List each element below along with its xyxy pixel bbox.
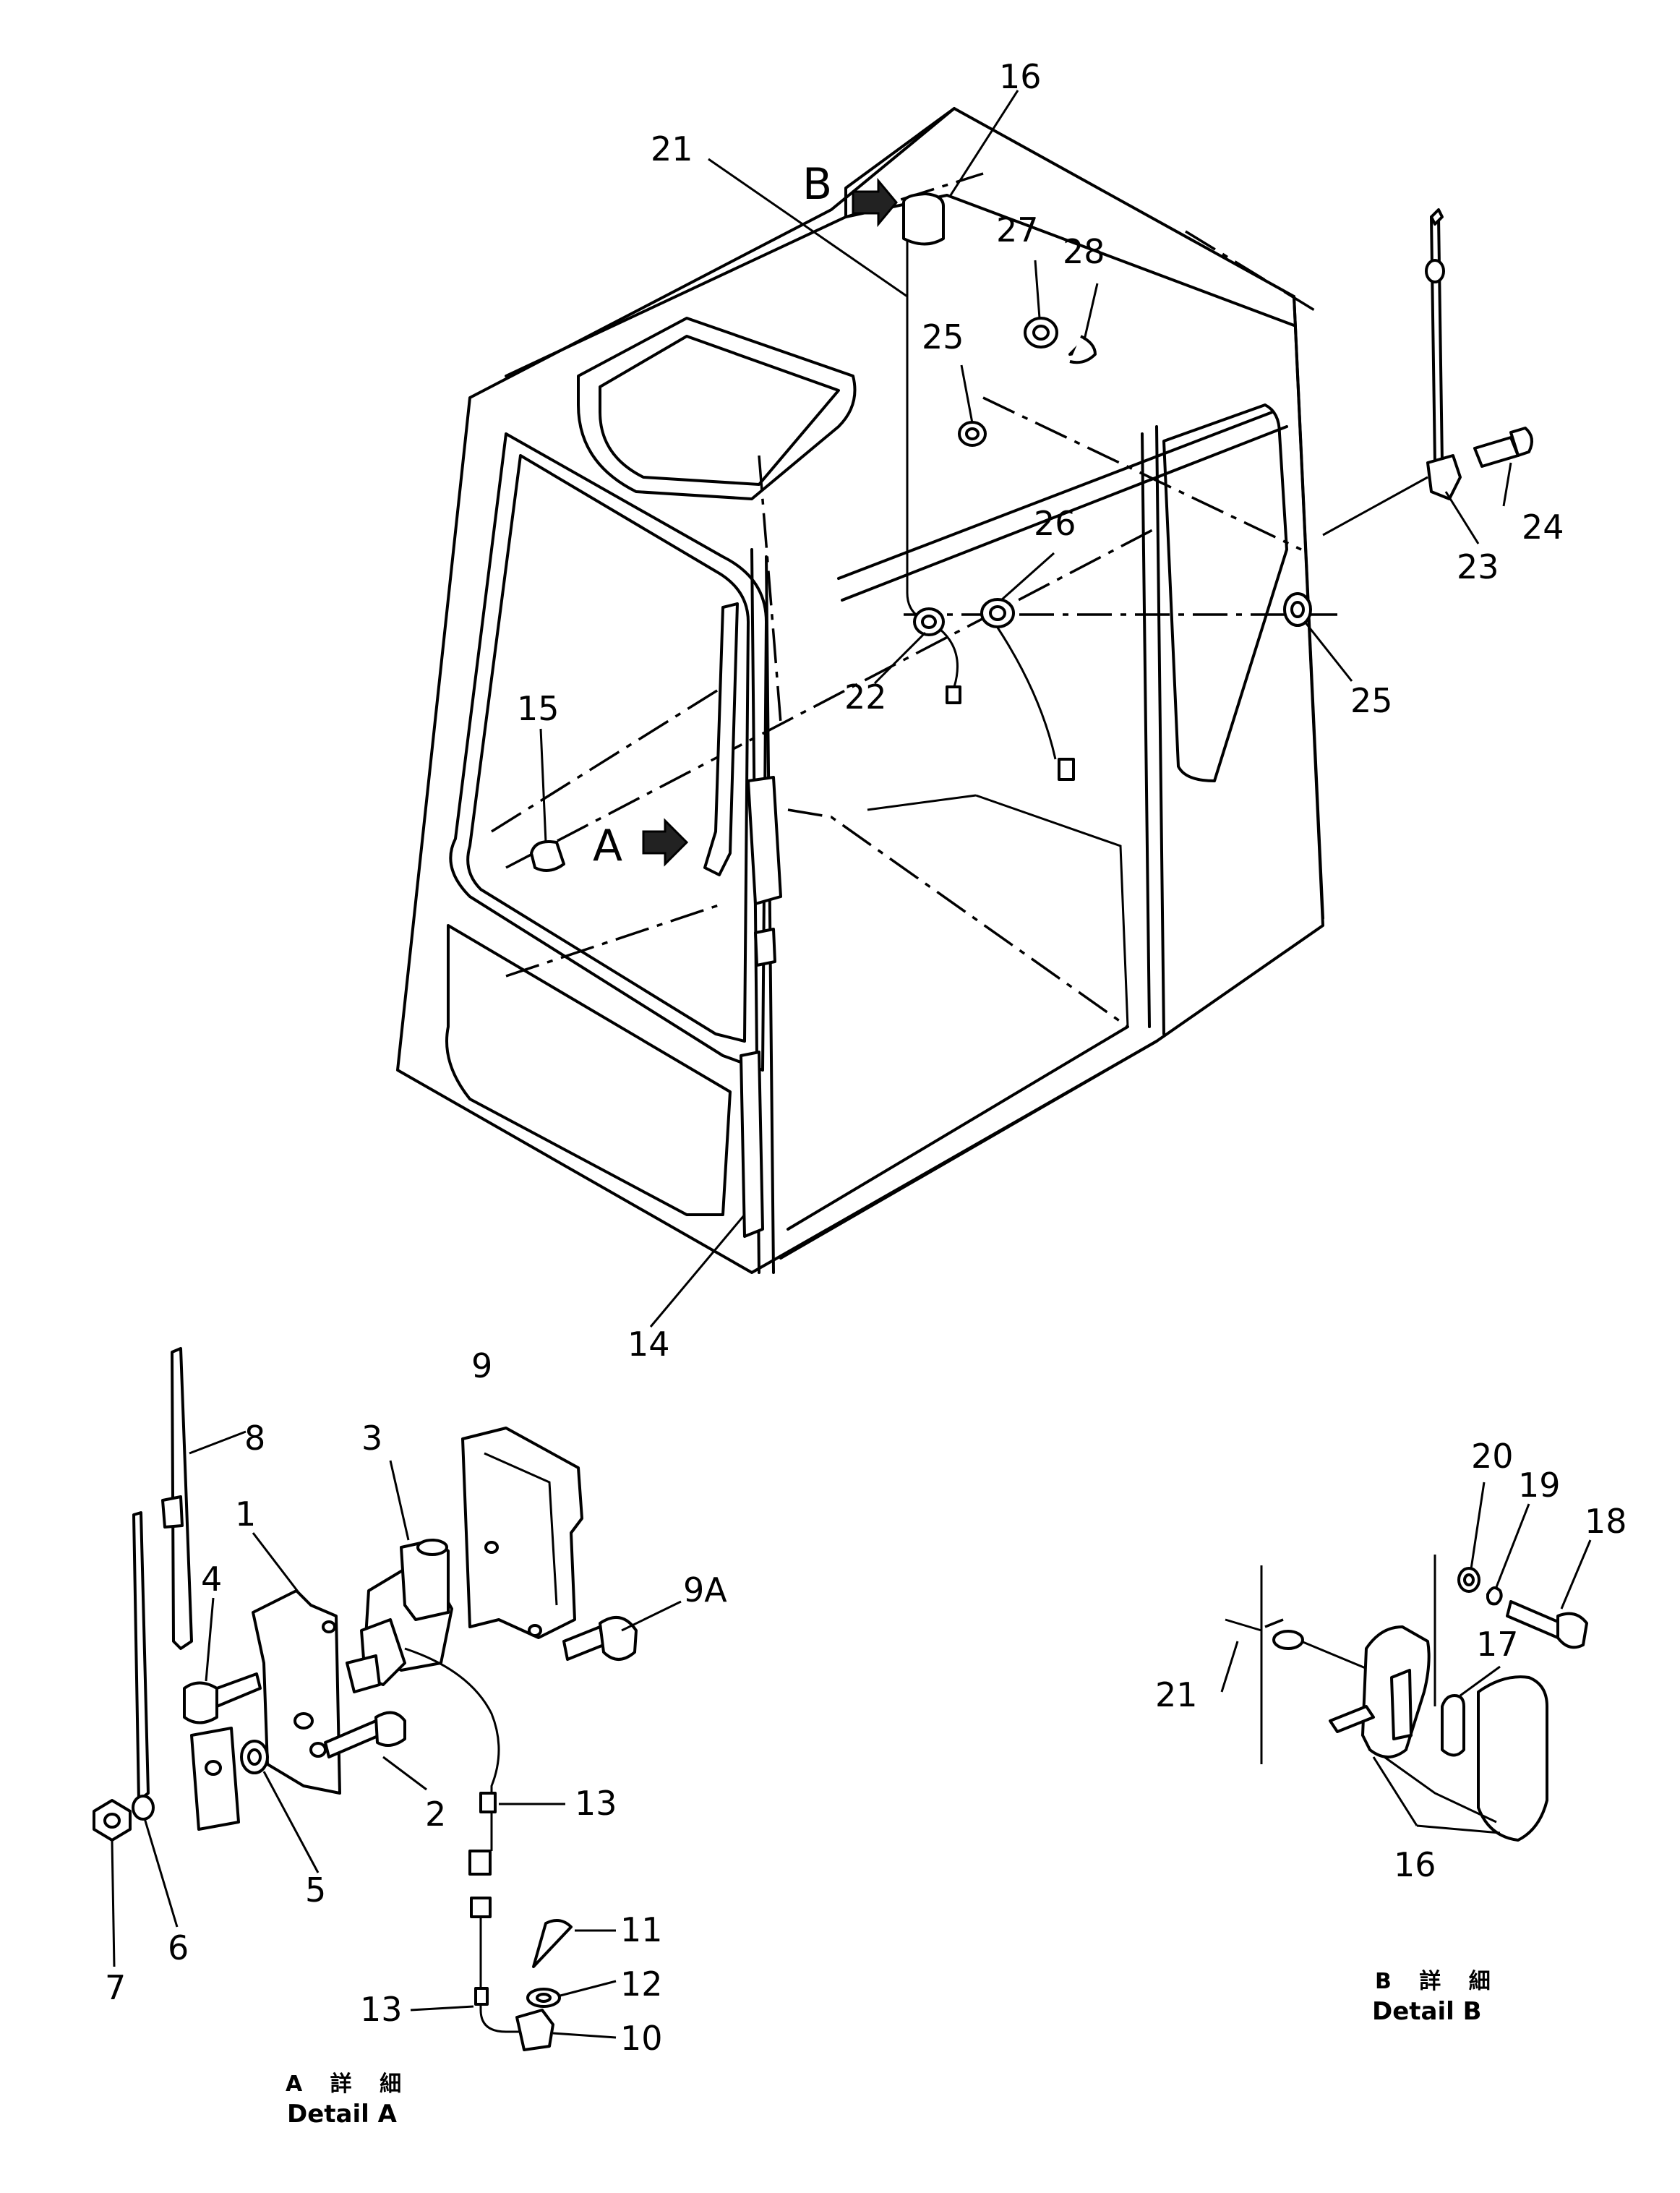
callout-23: 23 xyxy=(1457,547,1499,586)
cab-lamp-shape xyxy=(530,840,565,872)
arrow-b-marker: B xyxy=(802,159,898,228)
callout-8: 8 xyxy=(244,1419,265,1458)
detail-a-caption-jp: A 詳 細 xyxy=(286,2072,411,2097)
callout-1: 1 xyxy=(235,1495,256,1534)
callout-24: 24 xyxy=(1522,508,1564,547)
arrow-b-label: B xyxy=(802,159,832,210)
callout-9a: 9A xyxy=(683,1570,727,1610)
callout-5: 5 xyxy=(305,1871,326,1910)
callout-19: 19 xyxy=(1518,1466,1561,1505)
operator-cab-frame xyxy=(396,107,1533,1274)
callout-13-upper: 13 xyxy=(575,1784,617,1823)
callout-10: 10 xyxy=(620,2019,663,2058)
main-callouts: 16 21 27 28 25 24 23 26 22 25 15 14 xyxy=(517,57,1564,1364)
detail-a-exploded-view xyxy=(93,1347,638,2051)
callout-4: 4 xyxy=(201,1560,222,1599)
callout-13-lower: 13 xyxy=(360,1990,403,2029)
callout-11: 11 xyxy=(620,1910,663,1949)
detail-b-exploded-view xyxy=(1225,1555,1588,1842)
callout-22: 22 xyxy=(844,677,887,717)
callout-14: 14 xyxy=(627,1325,670,1364)
callout-12: 12 xyxy=(620,1965,663,2004)
callout-16-detail: 16 xyxy=(1394,1845,1436,1884)
callout-3: 3 xyxy=(361,1419,382,1458)
callout-2: 2 xyxy=(425,1795,446,1834)
arrow-a-label: A xyxy=(593,821,622,871)
callout-25-right: 25 xyxy=(1350,681,1393,720)
detail-a-callouts: 9 8 3 1 4 9A 2 13 5 11 12 10 13 7 6 xyxy=(105,1346,727,2058)
callout-18: 18 xyxy=(1585,1502,1627,1541)
callout-21-detail: 21 xyxy=(1155,1675,1198,1714)
detail-a-leader-lines xyxy=(111,1430,682,2039)
main-leader-lines xyxy=(539,90,1512,1328)
callout-20: 20 xyxy=(1471,1437,1514,1476)
callout-26: 26 xyxy=(1034,504,1076,543)
detail-b-caption: B 詳 細 Detail B xyxy=(1372,1969,1501,2026)
detail-a-caption-en: Detail A xyxy=(287,2100,398,2129)
callout-15: 15 xyxy=(517,689,560,728)
detail-a-caption: A 詳 細 Detail A xyxy=(286,2072,411,2129)
callout-6: 6 xyxy=(168,1928,189,1967)
callout-21: 21 xyxy=(651,129,693,168)
callout-28: 28 xyxy=(1063,232,1105,271)
detail-b-caption-en: Detail B xyxy=(1372,1997,1482,2026)
detail-b-caption-jp: B 詳 細 xyxy=(1375,1969,1501,1994)
callout-17: 17 xyxy=(1476,1625,1519,1664)
callout-9: 9 xyxy=(471,1346,492,1385)
callout-7: 7 xyxy=(105,1968,126,2007)
detail-b-callouts: 20 19 18 17 21 16 xyxy=(1155,1437,1627,1884)
callout-27: 27 xyxy=(996,210,1039,249)
callout-25-top: 25 xyxy=(922,317,964,356)
callout-16: 16 xyxy=(999,57,1042,96)
arrow-a-marker: A xyxy=(593,818,689,871)
detail-b-leader-lines xyxy=(1220,1482,1592,1834)
